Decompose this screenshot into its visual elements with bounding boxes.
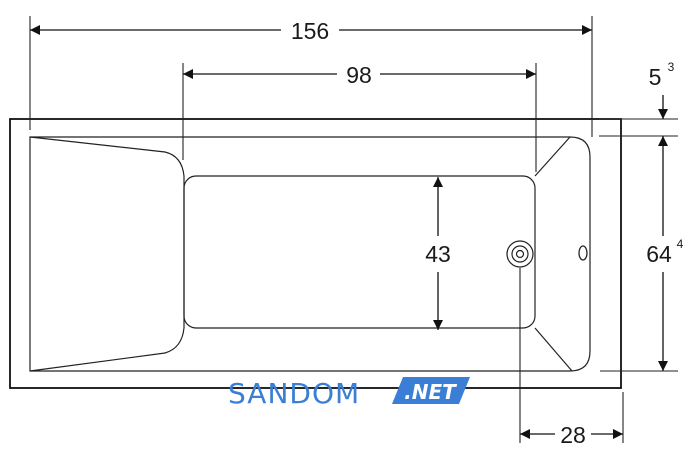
extension-lines [29, 16, 678, 443]
label-drain-offset: 28 [560, 422, 586, 448]
label-basin-length: 98 [346, 62, 372, 88]
drain-icon [506, 240, 534, 268]
label-total-width-sup: 4 [677, 237, 684, 251]
overflow-icon [578, 245, 588, 261]
label-rim-offset: 5 [649, 64, 662, 90]
watermark-logo: SANDOM .NET [228, 377, 470, 410]
foot-slope-bottom [534, 327, 573, 372]
tub-inner-edge [29, 136, 591, 372]
tub-outline [9, 118, 622, 389]
tub-rim [9, 118, 622, 389]
label-total-width: 64 [646, 241, 672, 267]
dimension-rim-offset: 5 3 [649, 60, 675, 119]
dimension-basin-width: 43 [425, 177, 451, 330]
watermark-badge [392, 377, 470, 404]
label-rim-offset-sup: 3 [668, 60, 675, 74]
backrest-slope [29, 136, 185, 372]
dimension-drain-offset: 28 [520, 422, 623, 448]
label-total-length: 156 [291, 18, 329, 44]
label-basin-width: 43 [425, 241, 451, 267]
watermark-brand: SANDOM [228, 377, 360, 410]
dimension-basin-length: 98 [183, 62, 536, 88]
dimension-total-length: 156 [30, 18, 592, 44]
foot-slope-top [534, 136, 571, 177]
tub-bottom [183, 175, 536, 329]
dimension-total-width: 64 4 [646, 136, 684, 371]
watermark-tld: .NET [404, 380, 457, 404]
